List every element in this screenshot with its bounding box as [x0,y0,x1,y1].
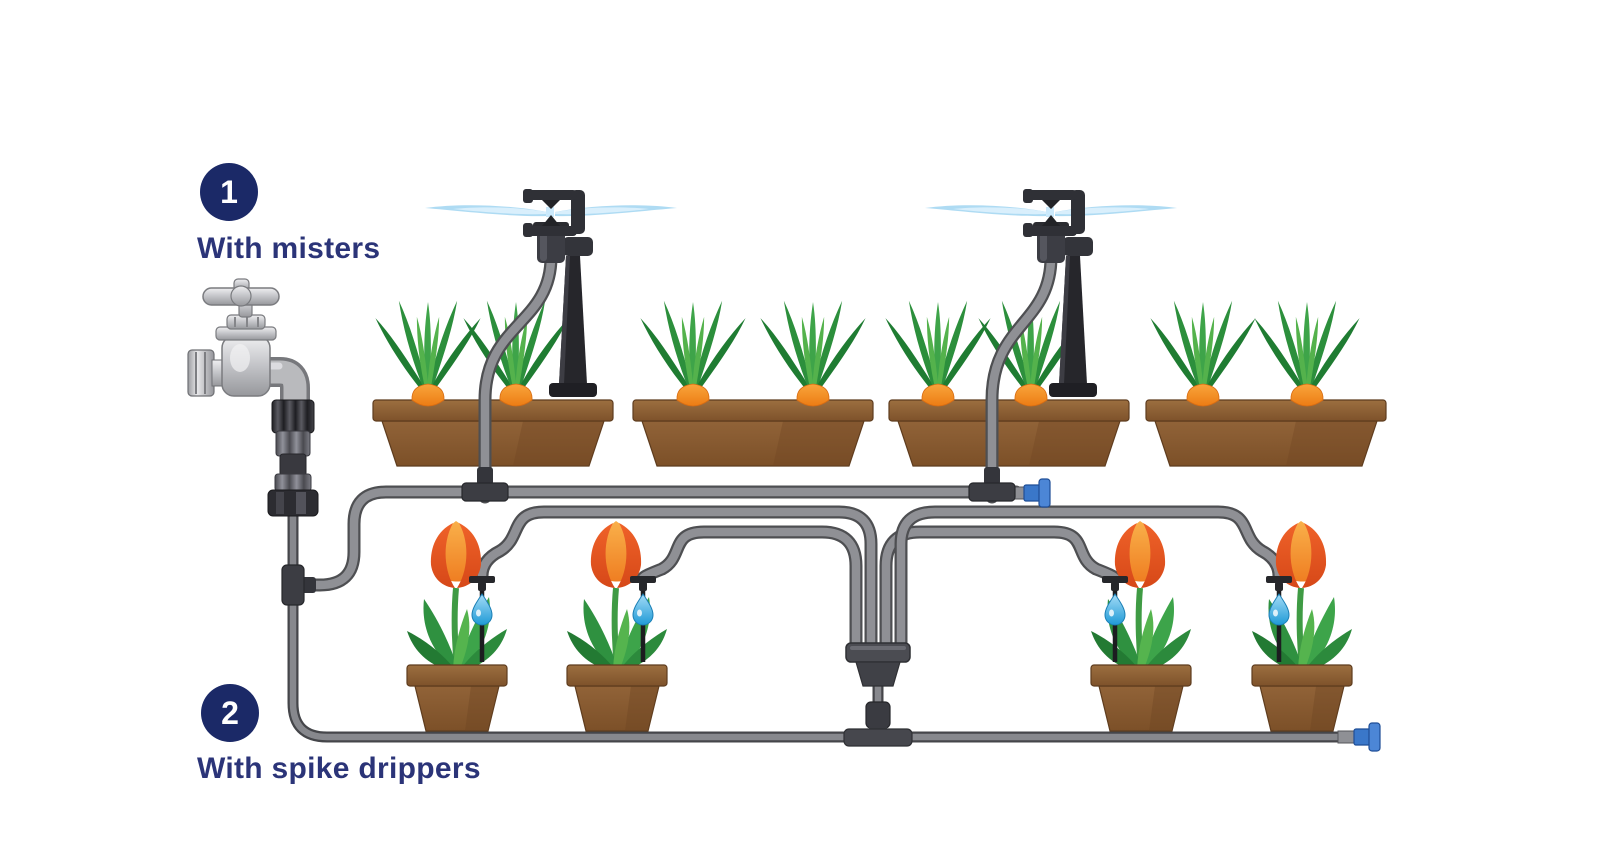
tee-fitting-mister-2 [968,467,1016,502]
option-1-label: With misters [197,232,381,265]
window-box-3 [888,399,1130,467]
tee-fitting-left [281,564,316,606]
dripper-line-2 [636,525,863,657]
carrot-plant [882,300,993,406]
dripper-line-4 [894,505,1286,657]
dripper-line-1 [475,505,878,657]
tee-fitting-bottom [843,719,913,747]
carrot-plant [637,300,748,406]
tulip-pot-3 [1091,521,1191,731]
dripper-line-3 [879,525,1122,657]
mister-supply-line [290,485,1023,592]
carrot-plant [1251,300,1362,406]
manifold [845,642,911,729]
end-plug-main-line [1337,722,1381,752]
mister-1 [425,189,677,397]
carrot-plant [757,300,868,406]
option-2-badge: 2 [201,684,259,742]
tulip-pot-2 [567,521,667,731]
carrot-plant [1147,300,1258,406]
option-1-badge: 1 [200,163,258,221]
carrot-plant [372,300,483,406]
main-supply-tube [287,504,1362,743]
tap-tubing-adapter [267,399,319,517]
mister-riser-tube-1 [478,250,558,504]
window-box-1 [372,399,614,467]
water-tap [187,278,310,406]
window-box-2 [632,399,874,467]
tee-fitting-mister-1 [461,467,509,502]
mister-riser-tube-2 [985,250,1058,504]
window-box-4 [1145,399,1387,467]
option-2-label: With spike drippers [197,752,481,785]
